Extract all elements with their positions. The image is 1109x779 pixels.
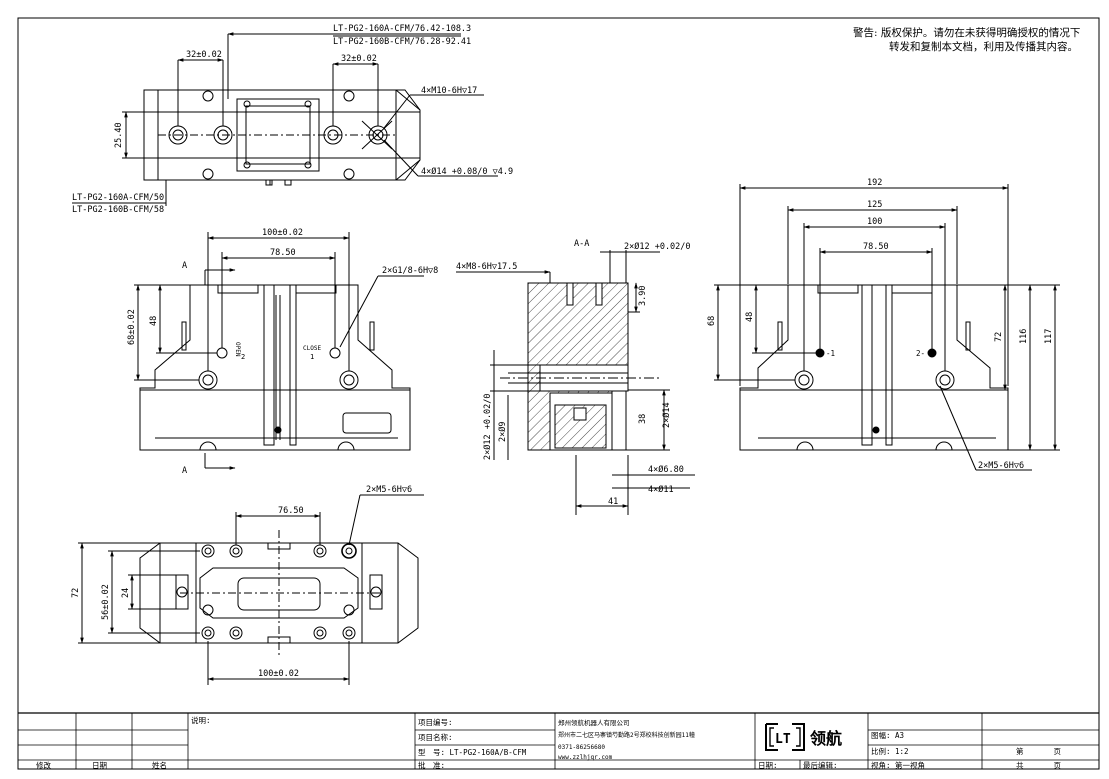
title-block-text: 修改 日期 姓名 说明: 项目编号: 项目名称: 型 号: LT-PG2-160… <box>36 715 1061 770</box>
dim-14: 2×Ø14 <box>661 402 672 428</box>
port-close-label: CLOSE <box>303 345 321 352</box>
tb-page: 第 页 <box>1016 746 1061 756</box>
dim-116: 116 <box>1019 329 1029 344</box>
callout-width-b: LT-PG2-160B-CFM/58 <box>72 205 164 215</box>
tb-project-no: 项目编号: <box>418 717 453 727</box>
logo-text: 领航 <box>810 729 842 748</box>
warning-line2: 转发和复制本文档，利用及传播其内容。 <box>889 41 1078 53</box>
tb-last-edit: 最后编辑: <box>803 760 838 770</box>
callout-bolt: 4×M8-6H▽17.5 <box>456 262 517 272</box>
front-view-port-open <box>216 347 228 359</box>
dim-192: 192 <box>867 178 882 188</box>
top-view <box>72 32 498 206</box>
dim-100-bottom: 100±0.02 <box>258 669 299 679</box>
dim-25-40: 25.40 <box>114 122 124 148</box>
dim-48-side: 48 <box>745 312 755 322</box>
tb-approve: 批 准: <box>418 760 445 770</box>
tb-total: 共 页 <box>1016 761 1061 770</box>
port-close-num: 1 <box>310 353 314 361</box>
tb-view: 视角: 第一视角 <box>871 760 925 770</box>
callout-11: 4×Ø11 <box>648 484 674 495</box>
front-view-port-close <box>329 347 341 359</box>
dim-100: 100 <box>867 217 882 227</box>
front-view <box>134 232 424 470</box>
port-2-label: 2- <box>916 349 925 358</box>
side-view-outline <box>739 284 1009 451</box>
tb-address: 郑州市二七区马寨镇芍勤路2号郑校科技创新园11幢 <box>558 731 695 739</box>
title-block <box>18 712 1099 769</box>
dim-24: 24 <box>121 588 131 598</box>
company-logo: LT 领航 <box>765 723 842 751</box>
copyright-warning: 警告: 版权保护。请勿在未获得明确授权的情况下 转发和复制本文档，利用及传播其内… <box>853 26 1080 54</box>
callout-width-a: LT-PG2-160A-CFM/50 <box>72 193 164 203</box>
tb-model: 型 号: LT-PG2-160A/B-CFM <box>418 748 527 757</box>
callout-pin: 2×Ø12 +0.02/0 <box>624 241 691 252</box>
dim-76-50: 76.50 <box>278 506 304 516</box>
dim-48: 48 <box>149 316 159 326</box>
dim-12: 2×Ø12 +0.02/0 <box>482 393 493 460</box>
tb-date: 日期 <box>92 761 107 770</box>
dim-right-32: 32±0.02 <box>341 54 377 64</box>
dim-left-32: 32±0.02 <box>186 50 222 60</box>
tb-scale: 比例: 1:2 <box>871 746 909 756</box>
dim-100-top: 100±0.02 <box>262 228 303 238</box>
dim-38: 38 <box>638 414 648 424</box>
port-1-label: -1 <box>826 349 835 358</box>
section-a-bottom: A <box>182 466 187 476</box>
section-view-labels: A-A 4×M8-6H▽17.5 2×Ø12 +0.02/0 3.90 38 2… <box>456 239 691 507</box>
side-view <box>714 184 1060 471</box>
tb-website: www.zzlhjqr.com <box>558 754 613 761</box>
dim-78-50: 78.50 <box>270 248 296 258</box>
callout-m5-bottom: 2×M5-6H▽6 <box>366 485 412 495</box>
warning-label: 警告: <box>853 27 878 39</box>
callout-port: 2×G1/8-6H▽8 <box>382 266 438 276</box>
dim-41: 41 <box>608 497 618 507</box>
dim-68-side: 68 <box>707 316 717 326</box>
tb-name: 姓名 <box>152 760 167 770</box>
port-open-num: 2 <box>241 353 245 361</box>
bottom-view-labels: 2×M5-6H▽6 76.50 72 56±0.02 24 100±0.02 <box>71 485 412 679</box>
dim-78-50-side: 78.50 <box>863 242 889 252</box>
callout-m5-side: 2×M5-6H▽6 <box>978 461 1024 471</box>
section-view <box>456 250 695 515</box>
tb-company: 郑州领航机器人有限公司 <box>558 718 630 727</box>
section-title: A-A <box>574 239 589 249</box>
callout-length-a: LT-PG2-160A-CFM/76.42-108.3 <box>333 24 471 34</box>
tb-notes: 说明: <box>191 715 211 725</box>
callout-bore: 4×Ø14 +0.08/0 ▽4.9 <box>421 166 513 177</box>
sheet-border <box>17 17 1100 770</box>
dim-125: 125 <box>867 200 882 210</box>
tb-date2: 日期: <box>758 761 778 770</box>
tb-revise: 修改 <box>36 760 51 770</box>
port-open-label: OPEN <box>234 342 241 357</box>
dim-68: 68±0.02 <box>127 309 137 345</box>
top-view-labels: LT-PG2-160A-CFM/76.42-108.3 LT-PG2-160B-… <box>72 24 513 215</box>
front-view-outline <box>139 284 411 451</box>
dim-72-bottom: 72 <box>71 588 81 598</box>
callout-threads: 4×M10-6H▽17 <box>421 86 477 96</box>
side-view-labels: 192 125 100 78.50 68 48 72 116 117 -1 2-… <box>707 178 1054 471</box>
dim-72-side: 72 <box>994 332 1004 342</box>
front-view-labels: 100±0.02 78.50 68±0.02 48 2×G1/8-6H▽8 A … <box>127 228 438 476</box>
callout-6-80: 4×Ø6.80 <box>648 464 684 475</box>
dim-56: 56±0.02 <box>101 584 111 620</box>
dim-117: 117 <box>1044 329 1054 344</box>
bottom-view <box>78 494 424 685</box>
dim-9: 2×Ø9 <box>497 422 508 442</box>
callout-length-b: LT-PG2-160B-CFM/76.28-92.41 <box>333 37 471 47</box>
section-a-top: A <box>182 261 187 271</box>
tb-project-name: 项目名称: <box>418 732 453 742</box>
tb-phone: 0371-86256680 <box>558 744 605 751</box>
logo-mark: LT <box>775 732 791 747</box>
dim-3-90: 3.90 <box>638 286 648 306</box>
warning-line1: 版权保护。请勿在未获得明确授权的情况下 <box>880 27 1081 39</box>
tb-paper: 图幅: A3 <box>871 730 904 740</box>
